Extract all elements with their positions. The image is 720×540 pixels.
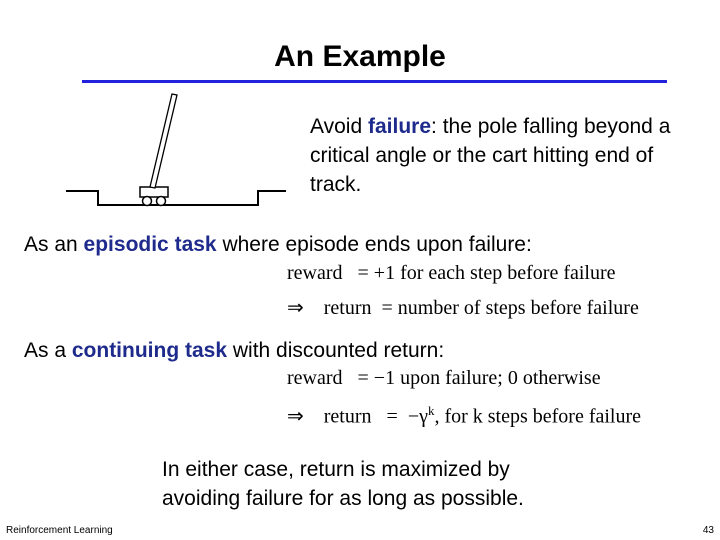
cart-wheel-left <box>141 195 153 207</box>
episodic-term: episodic task <box>83 233 217 256</box>
episodic-return-eq: ⇒ return = number of steps before failur… <box>287 297 639 319</box>
cart-pole-diagram <box>66 93 286 207</box>
footer-course-name: Reinforcement Learning <box>6 525 113 536</box>
pole <box>149 93 178 189</box>
intro-text: Avoid failure: the pole falling beyond a… <box>310 115 671 196</box>
continuing-return-eq: ⇒ return = −γk, for k steps before failu… <box>287 403 642 428</box>
continuing-reward-eq: reward = −1 upon failure; 0 otherwise <box>287 367 601 389</box>
cart <box>139 186 169 198</box>
episodic-reward-eq: reward = +1 for each step before failure <box>287 262 616 284</box>
cart-wheel-right <box>155 195 167 207</box>
conclusion-text: In either case, return is maximized by a… <box>162 458 524 510</box>
title-underline <box>82 80 667 83</box>
page-number: 43 <box>702 525 714 536</box>
failure-term: failure <box>368 115 432 138</box>
continuing-term: continuing task <box>71 339 228 362</box>
continuing-heading: As a continuing task with discounted ret… <box>24 339 445 362</box>
episodic-heading: As an episodic task where episode ends u… <box>24 233 532 256</box>
slide-title: An Example <box>274 40 446 73</box>
track <box>66 190 286 206</box>
